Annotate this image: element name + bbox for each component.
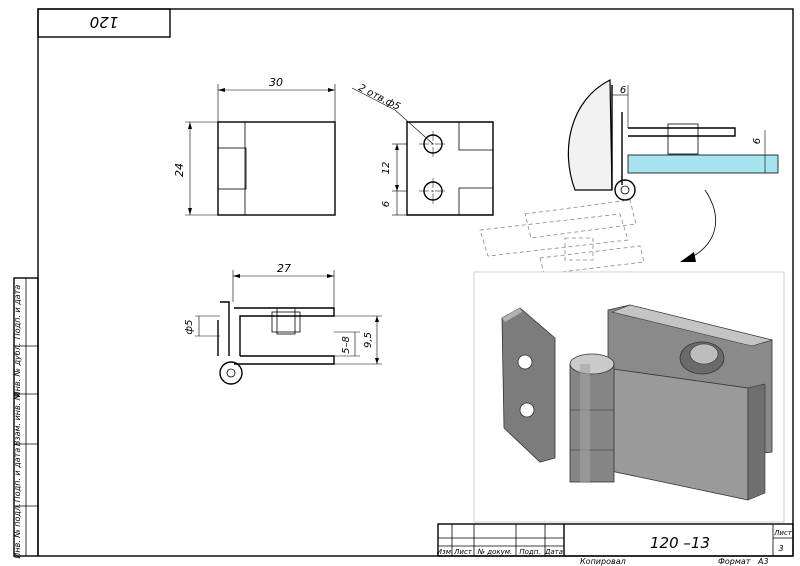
dim-range: 5–8 [341,336,352,354]
code-stamp: 120 [37,8,171,38]
dim-glass-offset: 6 [620,85,626,96]
dim-width-top: 30 [269,76,283,89]
tb-header-date: Дата [544,548,563,556]
code-stamp-text: 120 [90,13,119,31]
isometric-render [473,271,785,523]
dim-pin-dia: ф5 [184,320,195,335]
dim-hole-spacing: 12 [381,162,392,175]
sheet-number: 3 [778,544,783,553]
dim-hole-offset: 6 [381,201,392,207]
side-label-5: Инв. № подл. [13,503,22,558]
designation: 120 –13 [650,534,710,552]
installation-scheme: 6 6 [479,79,779,275]
front-view: 30 24 [173,76,336,216]
title-block[interactable]: Изм. Лист № докум. Подп. Дата 120 –13 Ли… [437,523,794,557]
side-label-1: Подп. и дата [13,285,22,340]
tb-header-podp: Подп. [519,548,540,556]
sheet-label: Лист [773,529,793,537]
dim-glass-thickness: 6 [752,138,763,144]
dim-height-left: 24 [173,163,186,177]
format-value: А3 [757,557,769,566]
side-label-2: Инв. № дубл. [13,343,22,398]
dim-height-side: 9,5 [363,332,374,348]
side-view: 2 отв.ф5 12 6 [351,83,494,216]
tb-header-list: Лист [453,548,473,556]
format-label: Формат [718,557,751,566]
tb-header-izm: Изм. [437,548,453,556]
side-column: Подп. и дата Инв. № дубл. Взам. инв. № П… [13,277,39,559]
dim-holes: 2 отв.ф5 [356,83,402,113]
side-label-3: Взам. инв. № [13,392,22,446]
tb-header-doc: № докум. [477,548,513,556]
top-view: 27 ф5 5–8 9,5 [184,262,382,385]
dim-width-bottom: 27 [277,262,291,275]
copied-label: Копировал [580,557,626,566]
side-label-4: Подп. и дата [13,448,22,503]
